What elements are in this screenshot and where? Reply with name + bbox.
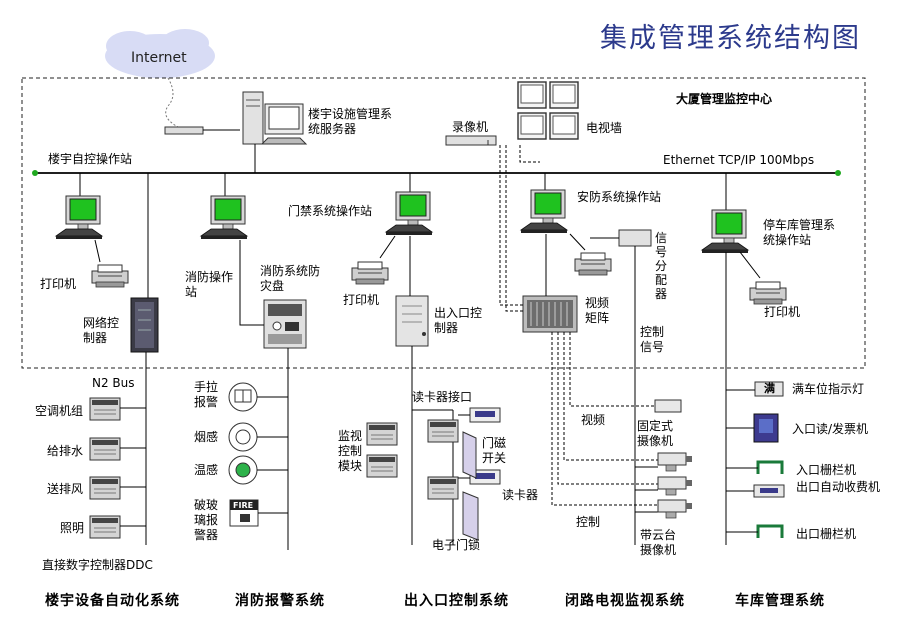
monitor-module-icon <box>366 454 398 478</box>
bus-label: N2 Bus <box>92 376 135 390</box>
lighting-label: 照明 <box>60 521 85 535</box>
server-label: 楼宇设施管理系统服务器 <box>308 107 393 136</box>
full-sign-label: 满车位指示灯 <box>792 382 865 396</box>
card-reader-icon <box>469 407 501 485</box>
video-label: 视频 <box>581 413 606 427</box>
door-icon <box>462 431 479 541</box>
security-workstation-icon <box>520 189 568 234</box>
glass-label: 破玻璃报警器 <box>194 498 219 542</box>
ptz-camera-icon <box>657 476 693 496</box>
entry-ticket-label: 入口读/发票机 <box>792 422 869 436</box>
access-station-label: 门禁系统操作站 <box>288 204 373 218</box>
control-label: 控制 <box>576 515 601 529</box>
security-station-label: 安防系统操作站 <box>577 190 662 204</box>
pull-label: 手拉报警 <box>194 380 219 409</box>
fire-station-label: 消防操作站 <box>185 270 234 299</box>
control-signal-label: 控制信号 <box>640 325 665 354</box>
video-matrix-icon <box>522 295 578 333</box>
printer-icon <box>574 252 612 276</box>
pull-station-icon <box>228 382 258 412</box>
vcr-icon <box>445 135 497 146</box>
card-interface-box-icon <box>427 419 459 443</box>
card-reader-label: 读卡器 <box>502 488 539 502</box>
footer-access: 出入口控制系统 <box>404 593 509 609</box>
ptz-camera-icon <box>657 452 693 472</box>
entry-gate-label: 入口栅栏机 <box>796 463 857 477</box>
parking-station-label: 停车库管理系统操作站 <box>763 218 836 247</box>
fire-panel-label: 消防系统防灾盘 <box>260 264 321 293</box>
full-sign-icon <box>754 381 784 397</box>
footer-fire: 消防报警系统 <box>235 593 325 609</box>
control-center-boundary <box>21 77 866 369</box>
ptz-camera-icon <box>657 499 693 519</box>
entry-gate-icon <box>756 460 784 474</box>
ahu-box-icon <box>89 397 121 421</box>
heat-detector-icon <box>228 455 258 485</box>
fire-workstation-icon <box>200 195 248 240</box>
glass-break-icon <box>229 499 259 527</box>
parking-workstation-icon <box>701 209 749 254</box>
diagram-title: 集成管理系统结构图 <box>600 23 861 54</box>
server-computer-icon <box>242 91 308 173</box>
ptz-cam-label: 带云台摄像机 <box>640 528 677 557</box>
matrix-label: 视频矩阵 <box>585 296 610 325</box>
monitor-module-label: 监视控制模块 <box>338 429 363 473</box>
exit-gate-icon <box>756 524 784 538</box>
io-controller-label: 出入口控制器 <box>434 306 483 335</box>
fixed-cam-label: 固定式摄像机 <box>637 419 674 448</box>
printer-icon <box>91 264 129 288</box>
printer-icon <box>749 281 787 305</box>
tv-wall-icon <box>517 81 579 140</box>
printer-label: 打印机 <box>343 293 380 307</box>
footer-parking: 车库管理系统 <box>735 593 825 609</box>
water-label: 给排水 <box>47 444 84 458</box>
fee-machine-icon <box>753 484 785 498</box>
water-box-icon <box>89 437 121 461</box>
lighting-box-icon <box>89 515 121 539</box>
footer-cctv: 闭路电视监视系统 <box>565 593 685 609</box>
network-controller-icon <box>130 297 159 353</box>
printer-icon <box>351 261 389 285</box>
signal-splitter-icon <box>618 229 652 247</box>
smoke-detector-icon <box>228 422 258 452</box>
printer-label: 打印机 <box>40 277 77 291</box>
card-interface-box-icon <box>427 476 459 500</box>
ventilation-box-icon <box>89 476 121 500</box>
vcr-label: 录像机 <box>452 120 489 134</box>
monitor-module-icon <box>366 422 398 446</box>
internet-cloud <box>105 29 215 129</box>
smoke-label: 烟感 <box>194 430 219 444</box>
exit-gate-label: 出口栅栏机 <box>796 527 857 541</box>
ticket-machine-icon <box>753 413 779 443</box>
exit-fee-label: 出口自动收费机 <box>796 480 881 494</box>
tv-wall-label: 电视墙 <box>586 121 623 135</box>
footer-bas: 楼宇设备自动化系统 <box>45 593 180 609</box>
fixed-camera-icon <box>654 399 682 413</box>
ahu-label: 空调机组 <box>35 404 84 418</box>
control-center-label: 大厦管理监控中心 <box>676 92 773 106</box>
internet-label: Internet <box>131 50 187 66</box>
fire-panel-icon <box>263 299 307 349</box>
bas-workstation-icon <box>55 195 103 240</box>
access-workstation-icon <box>385 191 433 236</box>
network-label: Ethernet TCP/IP 100Mbps <box>663 153 815 167</box>
fire-text: FIRE <box>233 501 254 510</box>
card-interface-label: 读卡器接口 <box>412 390 473 404</box>
splitter-label: 信号分配器 <box>654 231 667 301</box>
ddc-label: 直接数字控制器DDC <box>42 558 153 572</box>
access-controller-icon <box>395 295 429 347</box>
elock-label: 电子门锁 <box>432 538 481 552</box>
printer-label: 打印机 <box>764 305 801 319</box>
door-switch-label: 门磁开关 <box>482 436 507 465</box>
router-icon <box>164 126 204 135</box>
bas-station-label: 楼宇自控操作站 <box>48 152 133 166</box>
heat-label: 温感 <box>194 463 219 477</box>
full-sign-char: 满 <box>764 382 775 395</box>
net-controller-label: 网络控制器 <box>83 316 120 345</box>
ventilation-label: 送排风 <box>47 482 84 496</box>
